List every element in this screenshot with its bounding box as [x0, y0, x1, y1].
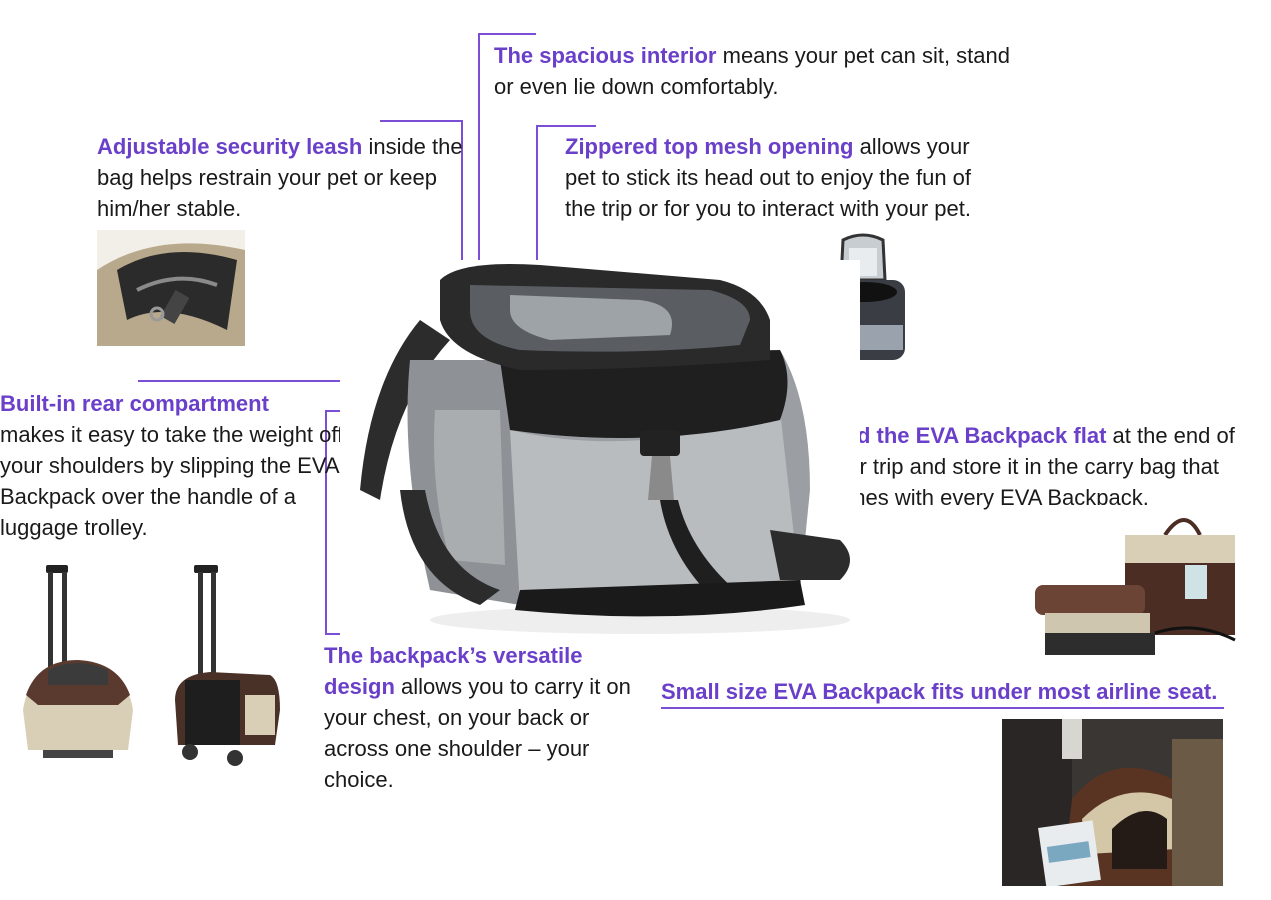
- callout-rear-text: makes it easy to take the weight off you…: [0, 422, 344, 540]
- leader-line-airline-underline: [661, 707, 1224, 709]
- callout-versatile-design: The backpack’s versatile design allows y…: [324, 640, 634, 795]
- callout-fold-highlight: Fold the EVA Backpack flat: [824, 423, 1107, 448]
- callout-versatile-highlight: The backpack’s versatile design: [324, 643, 583, 699]
- trolley-photo-front: [18, 560, 138, 770]
- callout-rear-highlight: Built-in rear compartment: [0, 391, 269, 416]
- leader-line-interior-h: [478, 33, 536, 35]
- callout-interior-highlight: The spacious interior: [494, 43, 717, 68]
- callout-versatile-text: allows you to carry it on your chest, on…: [324, 674, 631, 792]
- callout-fold-flat: Fold the EVA Backpack flat at the end of…: [824, 420, 1264, 513]
- callout-mesh-text: allows your pet to stick its head out to…: [565, 134, 972, 221]
- leader-line-versatile-v: [325, 410, 327, 634]
- fold-flat-photo: [1025, 505, 1241, 660]
- airline-seat-photo: [1002, 719, 1223, 886]
- main-backpack-photo: [340, 260, 860, 640]
- callout-rear-compartment: Built-in rear compartment makes it easy t…: [0, 388, 350, 543]
- callout-leash-text: inside the bag helps restrain your pet o…: [97, 134, 463, 221]
- leash-photo: [97, 230, 245, 346]
- leader-line-mesh-h: [536, 125, 596, 127]
- callout-fold-text: at the end of your trip and store it in …: [824, 423, 1235, 510]
- callout-spacious-interior: The spacious interior means your pet can…: [494, 40, 1014, 102]
- leader-line-mesh-v: [536, 125, 538, 271]
- leader-line-rear-h: [138, 380, 468, 382]
- callout-airline-highlight: Small size EVA Backpack fits under most …: [661, 679, 1218, 704]
- callout-airline-seat: Small size EVA Backpack fits under most …: [661, 676, 1261, 707]
- leader-line-leash-v: [461, 120, 463, 260]
- trolley-photo-back: [170, 560, 285, 770]
- callout-leash-highlight: Adjustable security leash: [97, 134, 363, 159]
- callout-interior-text: means your pet can sit, stand or even li…: [494, 43, 1010, 99]
- callout-security-leash: Adjustable security leash inside the bag…: [97, 131, 467, 224]
- leader-line-leash-h: [380, 120, 462, 122]
- callout-mesh-opening: Zippered top mesh opening allows your pe…: [565, 131, 975, 224]
- leader-line-interior-v: [478, 33, 480, 260]
- callout-mesh-highlight: Zippered top mesh opening: [565, 134, 854, 159]
